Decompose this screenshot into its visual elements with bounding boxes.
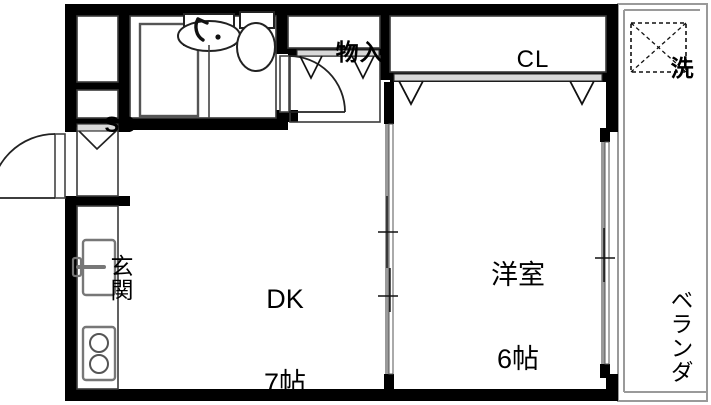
- room-label-washitsu: 洋室 6帖: [478, 208, 558, 405]
- storage-folding-door[interactable]: [296, 49, 380, 80]
- label-sen-text: 洗: [670, 55, 694, 81]
- room-label-veranda: ベランダ: [645, 180, 711, 384]
- label-monoire: 物入: [306, 18, 384, 87]
- washbasin-icon: [177, 13, 241, 118]
- balcony-sliding-glass-door[interactable]: [595, 141, 615, 365]
- toilet-icon: [236, 11, 276, 72]
- room-label-dk-line2: 7帖: [264, 368, 307, 398]
- room-label-washitsu-line1: 洋室: [491, 260, 545, 290]
- veranda-outline: [617, 3, 708, 402]
- label-cl: CL: [486, 24, 549, 96]
- stove-icon: [81, 325, 117, 382]
- label-sen: 洗: [645, 34, 694, 103]
- room-label-genkan: 玄関: [85, 146, 154, 302]
- bathtub-icon: [138, 22, 200, 118]
- washing-machine-space-icon: [630, 22, 687, 73]
- room-label-dk: DK 7帖: [264, 232, 306, 405]
- room-label-washitsu-line2: 6帖: [496, 344, 540, 374]
- sliding-partition-door[interactable]: [378, 123, 398, 375]
- room-label-genkan-text: 玄関: [107, 254, 133, 302]
- room-label-dk-line1: DK: [266, 284, 304, 314]
- room-label-veranda-text: ベランダ: [667, 288, 693, 384]
- label-cl-text: CL: [516, 46, 550, 73]
- kitchen-sink-icon: [71, 238, 117, 297]
- label-sb-text: SB: [104, 112, 136, 137]
- label-monoire-text: 物入: [335, 39, 384, 65]
- genkan-folding-door[interactable]: [76, 123, 119, 151]
- label-sb: SB: [80, 92, 135, 158]
- closet-folding-door[interactable]: [393, 73, 603, 106]
- entrance-swing-door[interactable]: [0, 133, 66, 199]
